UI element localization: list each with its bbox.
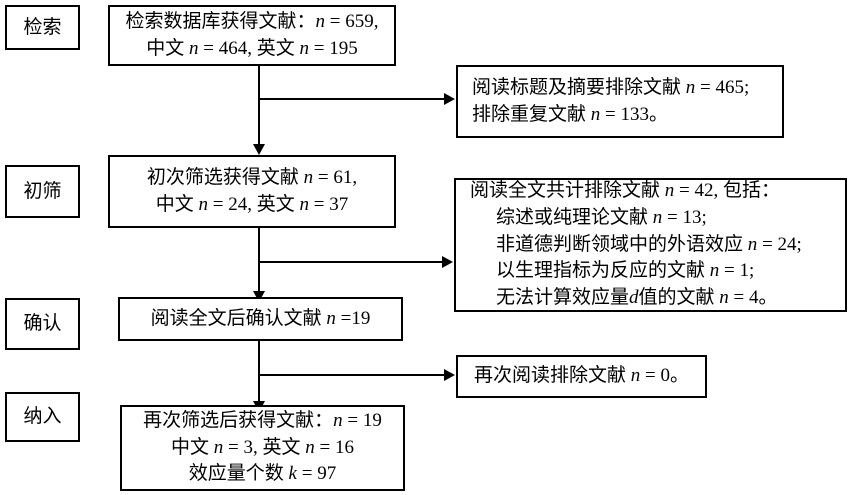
box-initial-screening-results: 初次筛选获得文献 n = 61, 中文 n = 24, 英文 n = 37 [108,155,396,228]
box-title-abstract-exclusions: 阅读标题及摘要排除文献 n = 465; 排除重复文献 n = 133。 [456,65,784,138]
box-text-line: 无法计算效应量d值的文献 n = 4。 [496,287,778,309]
stage-label-inclusion: 纳入 [5,392,80,442]
connector-line-branch-rescreen [258,374,446,376]
box-text-line: 初次筛选获得文献 n = 61, [146,166,358,188]
connector-line-search-to-screening [258,65,260,149]
box-text-line: 中文 n = 464, 英文 n = 195 [146,37,358,59]
stage-label-text: 纳入 [23,406,62,428]
arrowhead-down-screening [253,144,265,155]
box-text-line: 阅读全文后确认文献 n =19 [150,307,371,329]
box-text-line: 以生理指标为反应的文献 n = 1; [496,260,755,282]
box-text-line: 阅读全文共计排除文献 n = 42, 包括： [470,179,780,201]
stage-label-text: 初筛 [23,180,62,202]
box-fulltext-confirmed: 阅读全文后确认文献 n =19 [118,297,403,341]
box-rescreen-exclusions: 再次阅读排除文献 n = 0。 [456,355,707,398]
box-text-line: 效应量个数 k = 97 [188,463,337,485]
connector-line-branch-title-abstract [258,98,446,100]
connector-line-branch-fulltext [258,261,444,263]
arrowhead-right-rescreen [444,369,455,381]
box-final-included: 再次筛选后获得文献：n = 19 中文 n = 3, 英文 n = 16 效应量个数… [120,405,405,491]
arrowhead-right-fulltext [442,256,453,268]
box-text-line: 阅读标题及摘要排除文献 n = 465; [472,76,750,98]
stage-label-text: 检索 [23,16,62,38]
box-database-search-results: 检索数据库获得文献：n = 659, 中文 n = 464, 英文 n = 195 [108,5,396,66]
arrowhead-down-confirm [253,291,265,302]
box-text-line: 非道德判断领域中的外语效应 n = 24; [496,233,802,255]
stage-label-initial-screening: 初筛 [5,165,80,218]
arrowhead-right-title-abstract [444,93,455,105]
box-text-line: 中文 n = 3, 英文 n = 16 [171,436,354,458]
box-text-line: 综述或纯理论文献 n = 13; [496,206,707,228]
stage-label-text: 确认 [23,313,62,335]
stage-label-confirmation: 确认 [5,298,80,350]
box-fulltext-exclusions: 阅读全文共计排除文献 n = 42, 包括： 综述或纯理论文献 n = 13; 非道… [454,178,847,312]
box-text-line: 排除重复文献 n = 133。 [472,103,668,125]
box-text-line: 再次阅读排除文献 n = 0。 [474,365,689,387]
box-text-line: 再次筛选后获得文献：n = 19 [143,409,382,431]
connector-line-confirm-to-final [258,340,260,406]
stage-label-retrieval: 检索 [5,5,80,50]
box-text-line: 中文 n = 24, 英文 n = 37 [155,193,349,215]
box-text-line: 检索数据库获得文献：n = 659, [125,10,379,32]
